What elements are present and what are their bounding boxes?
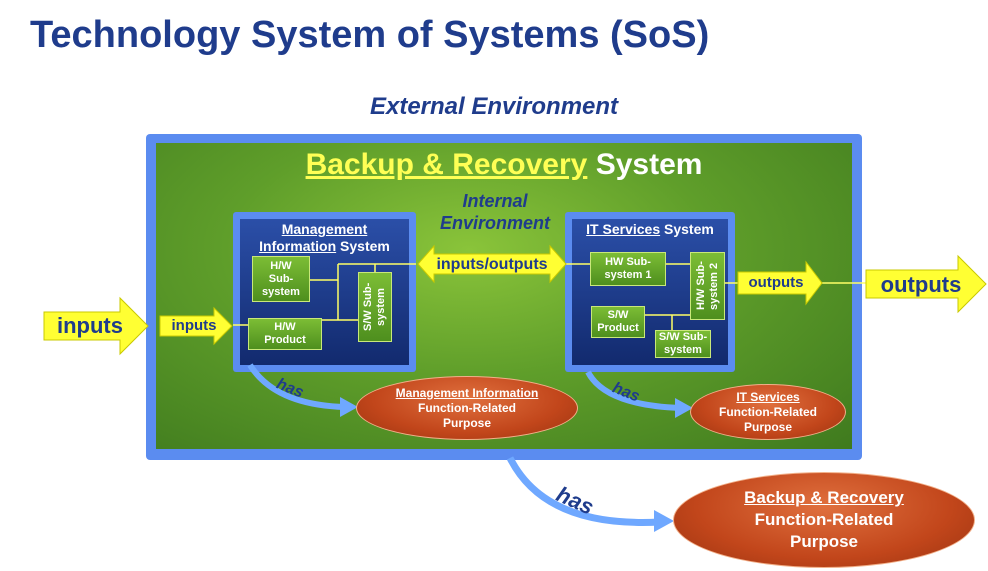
management-purpose-ellipse: Management Information Function-Related … [356, 376, 578, 440]
has-it-services-arrow [585, 370, 681, 411]
backup-purpose-line2: Function-Related [754, 510, 894, 529]
mis-title-line2-underlined: Information [259, 238, 337, 254]
mis-sw-subsystem-label: S/W Sub-system [362, 282, 387, 332]
inputs-inner-arrow [159, 306, 233, 346]
its-sw-subsystem-line1: S/W Sub- [658, 331, 708, 343]
backup-purpose-line3: Purpose [789, 532, 859, 551]
outputs-outer-label: outputs [880, 272, 962, 297]
backup-recovery-title-rest: System [595, 148, 703, 181]
its-hw-subsystem-2-label: H/W Sub-system 2 [694, 261, 720, 311]
inputs-outputs-label: inputs/outputs [436, 256, 548, 273]
it-services-purpose-line3: Purpose [743, 419, 792, 434]
has-backup-arrowhead [654, 510, 674, 532]
backup-recovery-system-title: Backup & Recovery System [156, 148, 852, 182]
management-purpose-title: Management Information [395, 385, 539, 400]
page-title: Technology System of Systems (SoS) [30, 14, 710, 56]
its-hw-subsystem-2: H/W Sub-system 2 [690, 252, 725, 320]
mis-hw-product-line2: Product [264, 334, 306, 346]
its-sw-product-line1: S/W [607, 309, 629, 321]
its-title-rest: System [664, 221, 714, 237]
has-backup-arrow [506, 456, 661, 526]
management-information-system-title: Management Information System [240, 221, 409, 255]
mis-title-line1: Management [281, 221, 368, 237]
it-services-purpose-line2: Function-Related [719, 404, 817, 419]
has-management-arrowhead [340, 397, 358, 417]
management-purpose-line2: Function-Related [418, 400, 516, 415]
its-hw-subsystem-1: HW Sub-system 1 [590, 252, 666, 286]
backup-recovery-purpose-ellipse: Backup & Recovery Function-Related Purpo… [673, 472, 975, 568]
its-sw-product-line2: Product [597, 322, 639, 334]
outputs-inner-label: outputs [748, 274, 804, 291]
external-environment-label: External Environment [369, 93, 619, 120]
has-it-services-arrowhead [675, 398, 693, 418]
management-purpose-line3: Purpose [442, 415, 491, 430]
backup-recovery-title-underlined: Backup & Recovery [305, 148, 588, 181]
internal-environment-line2: Environment [439, 213, 550, 233]
outputs-outer-arrow [865, 254, 987, 314]
outputs-inner-arrow [737, 260, 823, 306]
mis-hw-subsystem-line3: system [262, 285, 300, 298]
internal-environment-line1: Internal [462, 191, 528, 211]
its-hw-subsystem-1-line1: HW Sub- [605, 256, 651, 268]
its-sw-subsystem-line2: system [664, 344, 702, 356]
its-sw-subsystem: S/W Sub-system [655, 330, 711, 358]
inputs-outer-arrow [43, 296, 149, 356]
it-services-system-title: IT Services System [572, 221, 728, 238]
it-services-purpose-ellipse: IT Services Function-Related Purpose [690, 384, 846, 440]
mis-hw-subsystem-line2: Sub- [268, 272, 294, 285]
internal-environment-label: Internal Environment [430, 190, 560, 234]
inputs-inner-label: inputs [171, 317, 217, 334]
its-hw-subsystem-1-line2: system 1 [604, 269, 652, 281]
backup-purpose-title: Backup & Recovery [744, 488, 904, 507]
mis-hw-product-line1: H/W [274, 321, 296, 333]
mis-hw-subsystem-line1: H/W [270, 259, 292, 272]
has-management-arrow [247, 363, 346, 410]
inputs-outer-label: inputs [57, 313, 123, 338]
its-title-underlined: IT Services [586, 221, 661, 237]
mis-sw-subsystem: S/W Sub-system [358, 272, 392, 342]
it-services-purpose-title: IT Services [736, 389, 800, 404]
inputs-outputs-double-arrow [417, 244, 567, 284]
mis-title-line2-rest: System [340, 238, 390, 254]
